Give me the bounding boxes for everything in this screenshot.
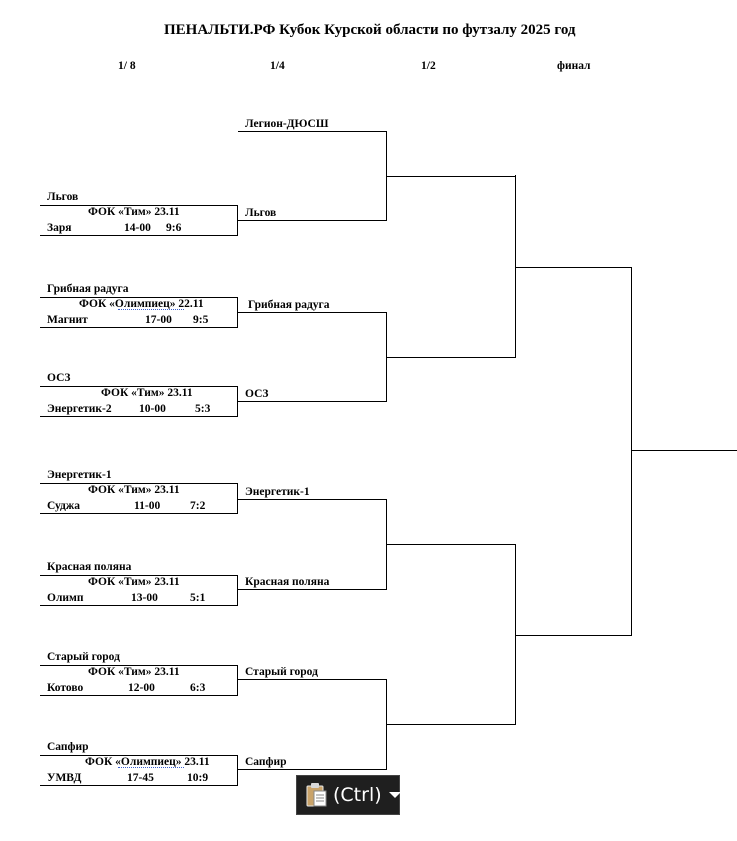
paste-options-label: (Ctrl): [333, 784, 382, 806]
round-header-final: финал: [557, 60, 591, 72]
bracket-connector-line: [238, 499, 386, 500]
match-score: 6:3: [190, 682, 206, 694]
match-time: 14-00: [124, 222, 151, 234]
bracket-connector-line: [515, 545, 516, 724]
match-team2: Магнит: [47, 314, 88, 326]
bracket-connector-line: [515, 175, 516, 357]
match-team1: Грибная радуга: [47, 283, 129, 295]
match-team1: ОСЗ: [47, 372, 71, 384]
qf-team-name: Старый город: [245, 666, 318, 678]
bracket-connector-line: [631, 267, 632, 636]
match-venue: ФОК «Олимпиец» 23.11: [85, 756, 210, 768]
match-box-right-line: [237, 205, 238, 236]
match-team2: Суджа: [47, 500, 80, 512]
clipboard-icon: [306, 782, 328, 808]
round-header-1-4: 1/4: [270, 60, 285, 72]
match-team1: Старый город: [47, 651, 120, 663]
match-box-right-line: [237, 665, 238, 696]
qf-team-name: Грибная радуга: [248, 299, 330, 311]
match-box-bottom-line: [40, 513, 238, 514]
match-score: 9:5: [193, 314, 209, 326]
bracket-connector-line: [238, 679, 386, 680]
match-score: 5:3: [195, 403, 211, 415]
bracket-connector-line: [238, 312, 386, 313]
bracket-connector-line: [631, 450, 737, 451]
spellcheck-underline: [118, 765, 184, 768]
match-box-right-line: [237, 483, 238, 514]
qf-team-name: Красная поляна: [245, 576, 330, 588]
match-box-bottom-line: [40, 785, 238, 786]
match-team2: Заря: [47, 222, 72, 234]
match-box-top-line: [40, 665, 238, 666]
match-venue: ФОК «Тим» 23.11: [88, 484, 180, 496]
match-box-bottom-line: [40, 695, 238, 696]
qf-team-name: ОСЗ: [245, 388, 269, 400]
match-score: 7:2: [190, 500, 206, 512]
match-score: 9:6: [166, 222, 182, 234]
round-header-1-2: 1/2: [421, 60, 436, 72]
bracket-connector-line: [238, 220, 386, 221]
bracket-connector-line: [238, 589, 386, 590]
bracket-connector-line: [386, 357, 516, 358]
match-team2: УМВД: [47, 772, 82, 784]
match-box-top-line: [40, 755, 238, 756]
match-team1: Энергетик-1: [47, 469, 112, 481]
match-team2: Котово: [47, 682, 84, 694]
bracket-connector-line: [515, 267, 632, 268]
match-venue: ФОК «Тим» 23.11: [101, 387, 193, 399]
match-box-bottom-line: [40, 605, 238, 606]
match-team1: Льгов: [47, 191, 79, 203]
match-box-bottom-line: [40, 327, 238, 328]
match-time: 17-00: [145, 314, 172, 326]
match-box-top-line: [40, 297, 238, 298]
bracket-connector-line: [238, 131, 386, 132]
match-venue: ФОК «Тим» 23.11: [88, 576, 180, 588]
match-score: 10:9: [187, 772, 209, 784]
bracket-connector-line: [515, 635, 632, 636]
match-box-top-line: [40, 483, 238, 484]
match-team1: Сапфир: [47, 741, 89, 753]
match-time: 13-00: [131, 592, 158, 604]
match-box-right-line: [237, 297, 238, 328]
bracket-connector-line: [238, 401, 386, 402]
round-header-1-8: 1/ 8: [118, 60, 136, 72]
match-team1: Красная поляна: [47, 561, 132, 573]
match-team2: Олимп: [47, 592, 84, 604]
match-box-top-line: [40, 575, 238, 576]
match-score: 5:1: [190, 592, 206, 604]
qf-team-name: Легион-ДЮСШ: [245, 118, 329, 130]
match-venue: ФОК «Тим» 23.11: [88, 206, 180, 218]
bracket-connector-line: [386, 176, 516, 177]
match-time: 12-00: [128, 682, 155, 694]
paste-options-button[interactable]: (Ctrl): [296, 775, 401, 815]
chevron-down-icon[interactable]: [388, 792, 401, 798]
bracket-connector-line: [386, 544, 516, 545]
match-box-right-line: [237, 755, 238, 786]
qf-team-name: Сапфир: [245, 756, 287, 768]
page-title: ПЕНАЛЬТИ.РФ Кубок Курской области по фут…: [164, 22, 576, 38]
match-box-bottom-line: [40, 416, 238, 417]
match-box-top-line: [40, 386, 238, 387]
match-box-right-line: [237, 575, 238, 606]
match-venue: ФОК «Олимпиец» 22.11: [79, 298, 204, 310]
match-box-bottom-line: [40, 235, 238, 236]
spellcheck-underline: [118, 307, 184, 310]
match-time: 10-00: [139, 403, 166, 415]
match-time: 11-00: [134, 500, 161, 512]
bracket-connector-line: [386, 724, 516, 725]
match-time: 17-45: [127, 772, 154, 784]
bracket-connector-line: [238, 769, 386, 770]
match-box-right-line: [237, 386, 238, 417]
match-team2: Энергетик-2: [47, 403, 112, 415]
qf-team-name: Энергетик-1: [245, 486, 310, 498]
match-box-top-line: [40, 205, 238, 206]
match-venue: ФОК «Тим» 23.11: [88, 666, 180, 678]
qf-team-name: Льгов: [245, 207, 277, 219]
